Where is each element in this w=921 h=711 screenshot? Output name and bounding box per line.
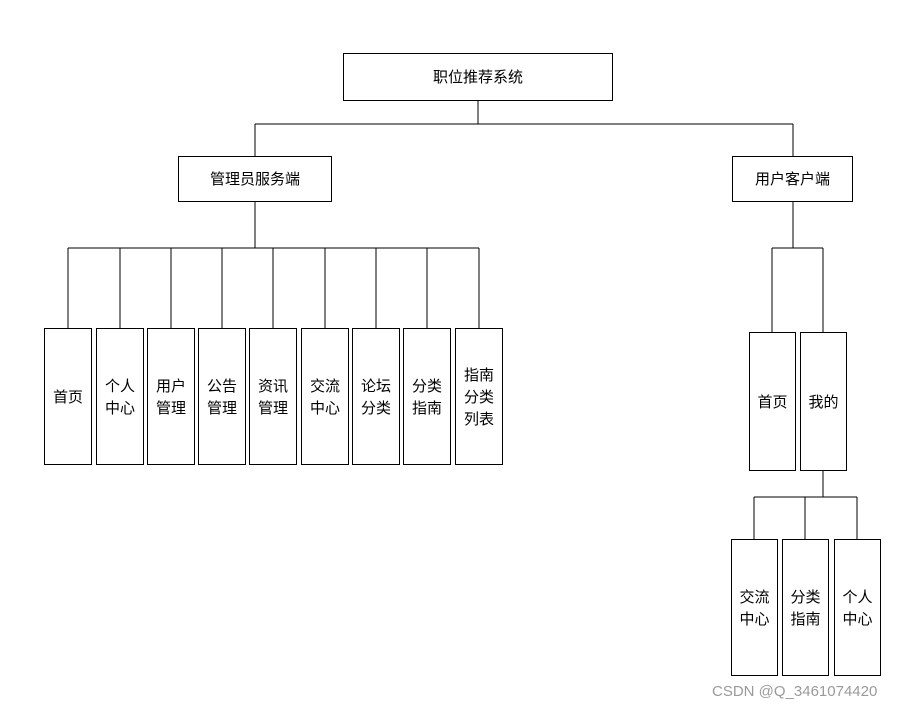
root-node: 职位推荐系统 [343, 53, 613, 101]
admin-node: 管理员服务端 [178, 156, 332, 202]
mine-child-exchange-center: 交流 中心 [731, 539, 778, 676]
admin-child-user-management: 用户 管理 [147, 328, 195, 465]
admin-child-notice-management: 公告 管理 [198, 328, 246, 465]
user-node: 用户客户端 [732, 156, 853, 202]
admin-child-label: 资讯 管理 [257, 376, 288, 417]
admin-child-label: 交流 中心 [309, 376, 340, 417]
admin-child-category-guide: 分类 指南 [403, 328, 451, 465]
watermark-text: CSDN @Q_3461074420 [712, 683, 878, 700]
admin-child-label: 论坛 分类 [360, 376, 391, 417]
mine-child-label: 分类 指南 [790, 587, 821, 628]
admin-child-personal-center: 个人 中心 [96, 328, 144, 465]
admin-child-exchange-center: 交流 中心 [301, 328, 349, 465]
admin-node-label: 管理员服务端 [209, 170, 300, 188]
user-node-label: 用户客户端 [754, 170, 830, 188]
mine-child-personal-center: 个人 中心 [834, 539, 881, 676]
admin-child-label: 首页 [52, 387, 83, 406]
user-child-label: 我的 [808, 392, 839, 411]
root-node-label: 职位推荐系统 [432, 68, 523, 86]
admin-child-label: 个人 中心 [104, 376, 135, 417]
user-child-label: 首页 [757, 392, 788, 411]
admin-child-label: 分类 指南 [411, 376, 442, 417]
user-child-mine: 我的 [800, 332, 847, 471]
admin-child-label: 用户 管理 [155, 376, 186, 417]
admin-child-label: 指南 分类 列表 [463, 365, 494, 428]
admin-child-guide-category-list: 指南 分类 列表 [455, 328, 503, 465]
admin-child-news-management: 资讯 管理 [249, 328, 297, 465]
mine-child-category-guide: 分类 指南 [782, 539, 829, 676]
admin-child-forum-category: 论坛 分类 [352, 328, 400, 465]
admin-child-label: 公告 管理 [206, 376, 237, 417]
admin-child-home: 首页 [44, 328, 92, 465]
mine-child-label: 个人 中心 [842, 587, 873, 628]
mine-child-label: 交流 中心 [739, 587, 770, 628]
user-child-home: 首页 [749, 332, 796, 471]
